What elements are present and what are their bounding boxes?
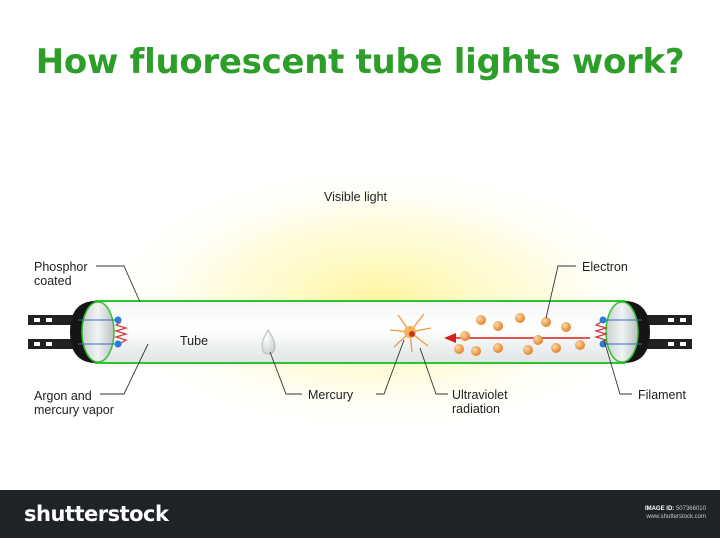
label-phosphor-line1: Phosphor <box>34 260 88 274</box>
label-tube: Tube <box>180 334 208 348</box>
label-visible-light: Visible light <box>324 190 387 204</box>
left-pins <box>28 315 78 349</box>
ultraviolet-burst <box>389 313 432 353</box>
label-ultraviolet-line2: radiation <box>452 402 500 416</box>
mercury-droplet <box>261 329 276 355</box>
label-visible-light-text: Visible light <box>324 190 388 204</box>
left-inner-disc <box>81 301 115 363</box>
label-mercury: Mercury <box>308 388 353 402</box>
brand-logo: shutterstock <box>24 502 169 526</box>
label-argon-line1: Argon and <box>34 389 92 403</box>
tube-diagram <box>28 160 692 440</box>
label-ultraviolet: Ultraviolet radiation <box>452 388 508 416</box>
electrons <box>454 313 585 356</box>
electron-arrow <box>444 333 590 343</box>
right-inner-disc <box>605 301 639 363</box>
leader-lines <box>96 265 632 395</box>
label-argon-line2: mercury vapor <box>34 403 114 417</box>
right-pins <box>642 315 692 349</box>
label-electron: Electron <box>582 260 628 274</box>
image-id-block: IMAGE ID: 507366010 www.shutterstock.com <box>645 505 706 521</box>
page-title: How fluorescent tube lights work? <box>35 42 685 82</box>
left-filament <box>78 316 129 348</box>
footer-bar: shutterstock IMAGE ID: 507366010 www.shu… <box>0 490 720 538</box>
label-filament: Filament <box>638 388 686 402</box>
site-url: www.shutterstock.com <box>646 514 706 520</box>
label-mercury-text: Mercury <box>308 388 354 402</box>
right-filament <box>593 316 642 348</box>
label-ultraviolet-line1: Ultraviolet <box>452 388 508 402</box>
label-filament-text: Filament <box>638 388 686 402</box>
image-id-label: IMAGE ID: <box>644 506 675 512</box>
label-phosphor-line2: coated <box>34 274 72 288</box>
label-phosphor: Phosphor coated <box>34 260 88 288</box>
tube-body <box>95 300 625 364</box>
label-electron-text: Electron <box>582 260 628 274</box>
diagram: How fluorescent tube lights work? Visibl… <box>28 42 692 440</box>
label-argon: Argon and mercury vapor <box>34 389 114 417</box>
label-tube-text: Tube <box>180 334 209 348</box>
image-id-value: 507366010 <box>675 506 706 512</box>
